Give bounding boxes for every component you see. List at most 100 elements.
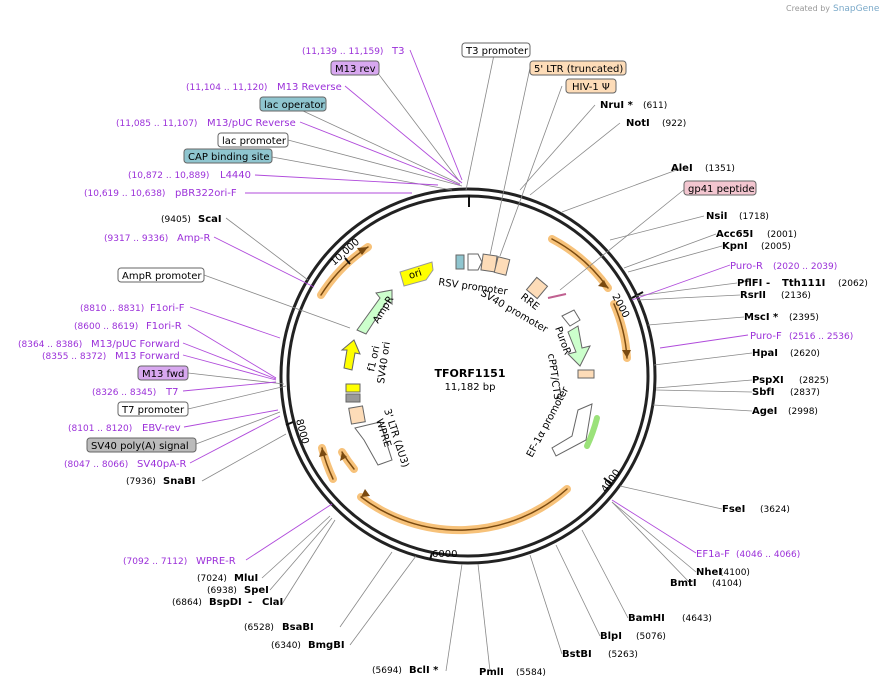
rre-feature	[525, 276, 549, 300]
enzyme-sep: -	[766, 278, 770, 289]
enzyme-name: NruI *	[600, 100, 634, 111]
enzyme-name: MscI *	[744, 312, 779, 323]
enzyme-pos: (2136)	[781, 291, 811, 301]
primer-ampr-coords: (9317 .. 9336)	[104, 234, 168, 244]
primer-labels-left: (11,139 .. 11,159) T3 (11,104 .. 11,120)…	[18, 46, 404, 567]
enzyme-pos: (4104)	[712, 579, 742, 589]
enzyme-pos: (4643)	[682, 614, 712, 624]
enzyme-pos: (2837)	[790, 388, 820, 398]
enzyme-name: PflFI	[737, 278, 762, 289]
cap-site-label: CAP binding site	[188, 152, 270, 163]
t7-promoter-box	[117, 401, 189, 417]
enzyme-pos: (2998)	[788, 407, 818, 417]
enzyme-pos: (611)	[643, 101, 667, 111]
enzyme-name: AleI	[671, 163, 693, 174]
puror-label: PuroR	[552, 325, 572, 356]
enzyme-name: BstBI	[562, 649, 592, 660]
tick-6000: 6000	[432, 549, 457, 560]
enzyme-pos: (9405)	[161, 215, 191, 225]
primer-wprer-name: WPRE-R	[196, 556, 236, 567]
hiv-psi-box	[565, 78, 617, 94]
enzyme-pos: (922)	[662, 119, 686, 129]
enzyme-pos: (2005)	[761, 242, 791, 252]
primer-sv40par-name: SV40pA-R	[137, 459, 186, 470]
primer-ef1af-name: EF1a-F	[696, 549, 730, 560]
plasmid-name: TFORF1151	[435, 367, 506, 380]
enzyme-name: BmgBI	[308, 640, 345, 651]
enzyme-pos: (6864)	[172, 598, 202, 608]
enzyme-name: PmlI	[479, 667, 504, 678]
sv40ori-feature	[345, 383, 361, 393]
enzyme-pos: (5694)	[372, 666, 402, 676]
enzyme-pos: (2620)	[790, 349, 820, 359]
primer-sv40par-coords: (8047 .. 8066)	[64, 460, 128, 470]
backbone-ticks	[285, 195, 644, 561]
enzyme-pos: (2062)	[838, 279, 868, 289]
primer-ef1af-coords: (4046 .. 4066)	[736, 550, 800, 560]
enzyme-name: MluI	[234, 573, 258, 584]
primer-labels-right: Puro-R (2020 .. 2039) Puro-F (2516 .. 25…	[696, 261, 853, 560]
sv40-polya-box	[86, 437, 197, 453]
primer-t7-coords: (8326 .. 8345)	[92, 388, 156, 398]
enzyme-name: BspDI	[209, 597, 242, 608]
rsv-feature	[467, 253, 483, 271]
enzyme-name: BlpI	[600, 631, 622, 642]
primer-f1orir-coords: (8600 .. 8619)	[74, 322, 138, 332]
ampr-promoter-label: AmpR promoter	[122, 271, 202, 282]
m13fwd-label: M13 fwd	[142, 369, 184, 380]
primer-f1orif-name: F1ori-F	[150, 303, 185, 314]
primer-ebvrev-name: EBV-rev	[142, 423, 181, 434]
sv40-polya-label: SV40 poly(A) signal	[91, 441, 189, 452]
primer-wprer-coords: (7092 .. 7112)	[123, 557, 187, 567]
primer-purof-coords: (2516 .. 2536)	[789, 332, 853, 342]
enzyme-name: SpeI	[244, 585, 269, 596]
credit-brand: SnapGene	[833, 4, 880, 14]
primer-m13puc-rev-coords: (11,085 .. 11,107)	[116, 119, 197, 129]
enzyme-name: FseI	[722, 504, 745, 515]
lac-promoter-box	[217, 132, 289, 148]
primer-connectors	[182, 49, 749, 561]
orf-arc-1	[548, 235, 612, 292]
psi-feature	[493, 256, 511, 276]
enzyme-name: Acc65I	[716, 229, 753, 240]
wpre-feature	[354, 421, 393, 466]
t3-promoter-box	[461, 42, 531, 58]
primer-m13puc-fwd-coords: (8364 .. 8386)	[18, 340, 82, 350]
primer-m13puc-fwd-name: M13/pUC Forward	[91, 339, 180, 350]
enzyme-pos: (2395)	[789, 313, 819, 323]
enzymes-right: NruI * (611) NotI (922) AleI (1351) NsiI…	[479, 100, 868, 678]
primer-purof-name: Puro-F	[750, 331, 782, 342]
enzyme-pos: (5076)	[636, 632, 666, 642]
enzyme-pos: (2825)	[799, 376, 829, 386]
enzyme-name2: ClaI	[262, 597, 283, 608]
enzyme-name2: Tth111I	[782, 278, 825, 289]
primer-l4440-coords: (10,872 .. 10,889)	[128, 171, 209, 181]
enzyme-name: RsrII	[740, 290, 766, 301]
enzyme-sep: -	[248, 597, 252, 608]
primer-l4440-name: L4440	[220, 170, 251, 181]
primer-puror-coords: (2020 .. 2039)	[773, 262, 837, 272]
m13rev-box	[330, 60, 380, 76]
lac-operator-label: lac operator	[264, 100, 325, 111]
primer-ampr-name: Amp-R	[177, 233, 211, 244]
orf-arc-green	[584, 415, 600, 449]
enzyme-name: BsaBI	[282, 622, 314, 633]
hiv-psi-label: HIV-1 Ψ	[572, 82, 610, 93]
enzyme-name: NotI	[626, 118, 650, 129]
enzyme-name: PspXI	[752, 375, 784, 386]
f1ori-label: f1 ori	[366, 345, 382, 373]
enzyme-name: NsiI	[706, 211, 727, 222]
primer-puror-name: Puro-R	[730, 261, 763, 272]
enzyme-pos: (3624)	[760, 505, 790, 515]
ltr5-box	[529, 60, 627, 76]
enzyme-pos: (5263)	[608, 650, 638, 660]
enzyme-pos: (5584)	[516, 668, 546, 678]
ampr-feature	[356, 289, 393, 335]
orf-arc-heads	[319, 247, 631, 497]
enzyme-name: BamHI	[628, 613, 665, 624]
boxed-labels: T3 promoter M13 rev 5' LTR (truncated) H…	[86, 42, 757, 453]
primer-t3-name: T3	[391, 46, 404, 57]
primer-m13fwd-coords: (8355 .. 8372)	[42, 352, 106, 362]
primer-t3-coords: (11,139 .. 11,159)	[302, 47, 383, 57]
